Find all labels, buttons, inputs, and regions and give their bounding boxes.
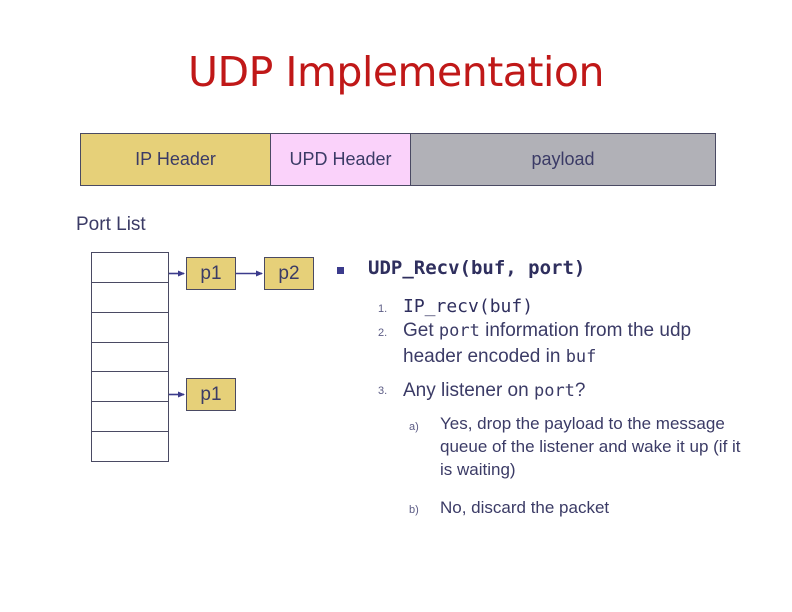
port-list-row [92,313,168,343]
square-bullet-icon [337,267,344,274]
sublist-item-b: No, discard the packet [440,498,610,517]
port-list-row [92,402,168,433]
list-item-2-code-port: port [438,321,480,341]
list-item-1: IP_recv(buf) [403,296,534,317]
list-item-3-prefix: Any listener on [403,380,534,401]
port-list-label: Port List [76,214,146,235]
port-list-row [92,343,168,373]
list-item-2-code-buf: buf [565,347,597,367]
list-item-3-suffix: ? [574,380,586,401]
port-list-row [92,253,168,283]
packet-segment-ip-header: IP Header [80,133,270,186]
packet-diagram: IP Header UPD Header payload [80,133,716,186]
bullet-heading: UDP_Recv(buf, port) [368,257,586,279]
page-title: UDP Implementation [188,48,604,96]
list-marker-3: 3. [378,385,388,397]
port-node-p1-first: p1 [186,257,236,290]
sublist-item-a: Yes, drop the payload to the message que… [440,414,741,479]
list-item-3: Any listener on port? [403,378,586,404]
list-item-3-code-port: port [533,381,575,401]
port-list-row [92,432,168,461]
sublist-marker-a: a) [409,421,419,433]
list-item-2-suffix: information from the udp header encoded … [403,320,692,367]
packet-segment-udp-header: UPD Header [270,133,410,186]
list-marker-1: 1. [378,303,388,315]
port-node-p2: p2 [264,257,314,290]
list-item-2-prefix: Get [403,320,439,341]
port-node-p1-second: p1 [186,378,236,411]
port-list-row [92,372,168,403]
list-item-2: Get port information from the udp header… [403,318,723,370]
packet-segment-payload: payload [410,133,716,186]
list-marker-2: 2. [378,327,388,339]
port-list-table [91,252,169,462]
sublist-marker-b: b) [409,504,419,516]
port-list-row [92,283,168,313]
